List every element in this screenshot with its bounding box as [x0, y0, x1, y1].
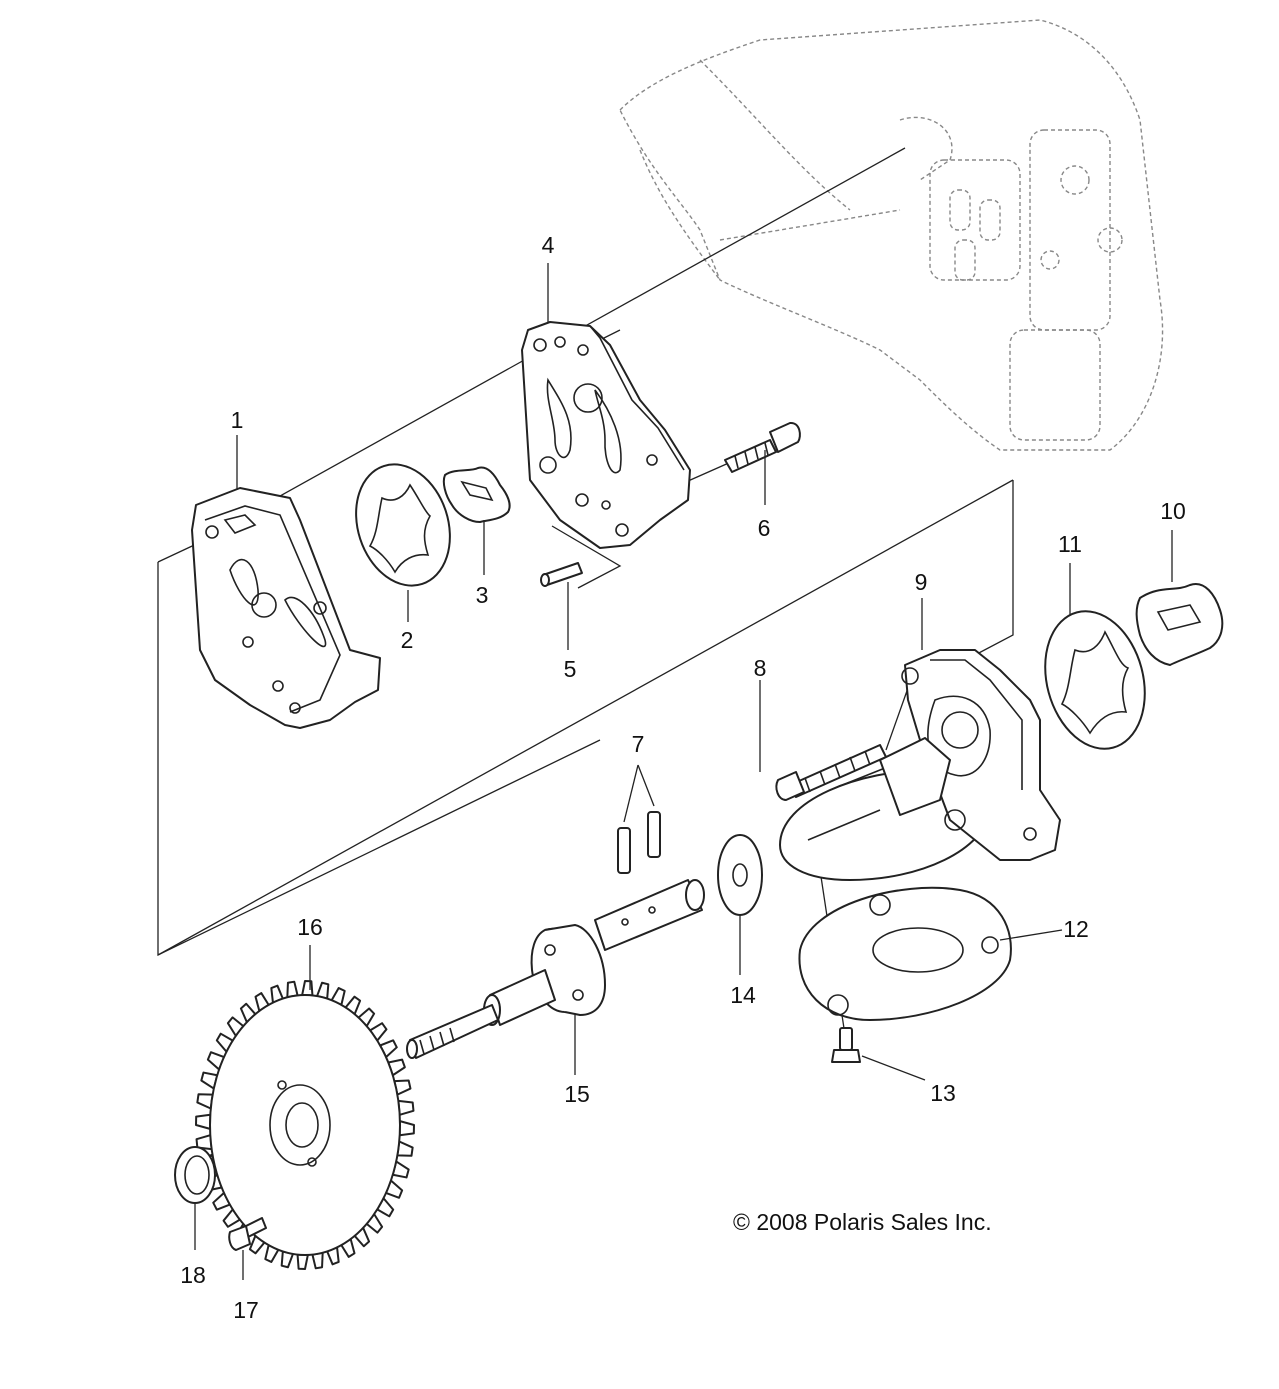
- gear-tooth: [398, 1120, 415, 1137]
- part-11-outer-rotor: [1044, 610, 1146, 750]
- callout-17: 17: [233, 1297, 259, 1323]
- gear-tooth: [296, 1253, 309, 1270]
- callout-12: 12: [1063, 916, 1089, 942]
- part-15-drive-shaft: [406, 879, 705, 1075]
- callout-18: 18: [180, 1262, 206, 1288]
- callout-labels: 1 2 3 4 5 6 7 8 9 10 11 12 13 14 15 16 1…: [180, 232, 1186, 1323]
- callout-7: 7: [632, 731, 645, 757]
- callout-16: 16: [297, 914, 323, 940]
- callout-5: 5: [564, 656, 577, 682]
- callout-11: 11: [1058, 531, 1082, 557]
- gear-tooth: [397, 1099, 415, 1116]
- callout-3: 3: [476, 582, 489, 608]
- part-18-thrust-washer: [174, 1146, 216, 1250]
- callout-6: 6: [758, 515, 771, 541]
- part-12-gasket: [798, 886, 1063, 1021]
- part-13-small-bolt: [831, 1027, 926, 1081]
- copyright-notice: © 2008 Polaris Sales Inc.: [733, 1209, 992, 1235]
- callout-10: 10: [1160, 498, 1186, 524]
- gear-tooth: [195, 1113, 212, 1130]
- gear-tooth: [301, 980, 314, 997]
- part-7-pins: [617, 764, 661, 874]
- callout-14: 14: [730, 982, 756, 1008]
- callout-1: 1: [231, 407, 244, 433]
- part-3-inner-rotor: [442, 466, 511, 523]
- callout-13: 13: [930, 1080, 956, 1106]
- part-2-outer-rotor: [355, 463, 451, 587]
- part-10-inner-rotor: [1135, 583, 1224, 666]
- part-4-pump-plate: [521, 321, 691, 549]
- callout-leaders: [236, 263, 1173, 772]
- callout-9: 9: [915, 569, 928, 595]
- engine-case-ghost: [619, 19, 1164, 451]
- callout-4: 4: [542, 232, 555, 258]
- callout-15: 15: [564, 1081, 590, 1107]
- callout-8: 8: [754, 655, 767, 681]
- part-6-screw: [724, 422, 801, 473]
- callout-2: 2: [401, 627, 414, 653]
- part-17-gear-bolt: [228, 1217, 267, 1280]
- part-16-drive-gear: [195, 945, 415, 1270]
- part-14-washer: [717, 834, 763, 975]
- part-1-pump-body: [191, 487, 381, 729]
- part-9-pump-housing: [779, 649, 1061, 881]
- part-5-dowel-pin: [540, 562, 583, 587]
